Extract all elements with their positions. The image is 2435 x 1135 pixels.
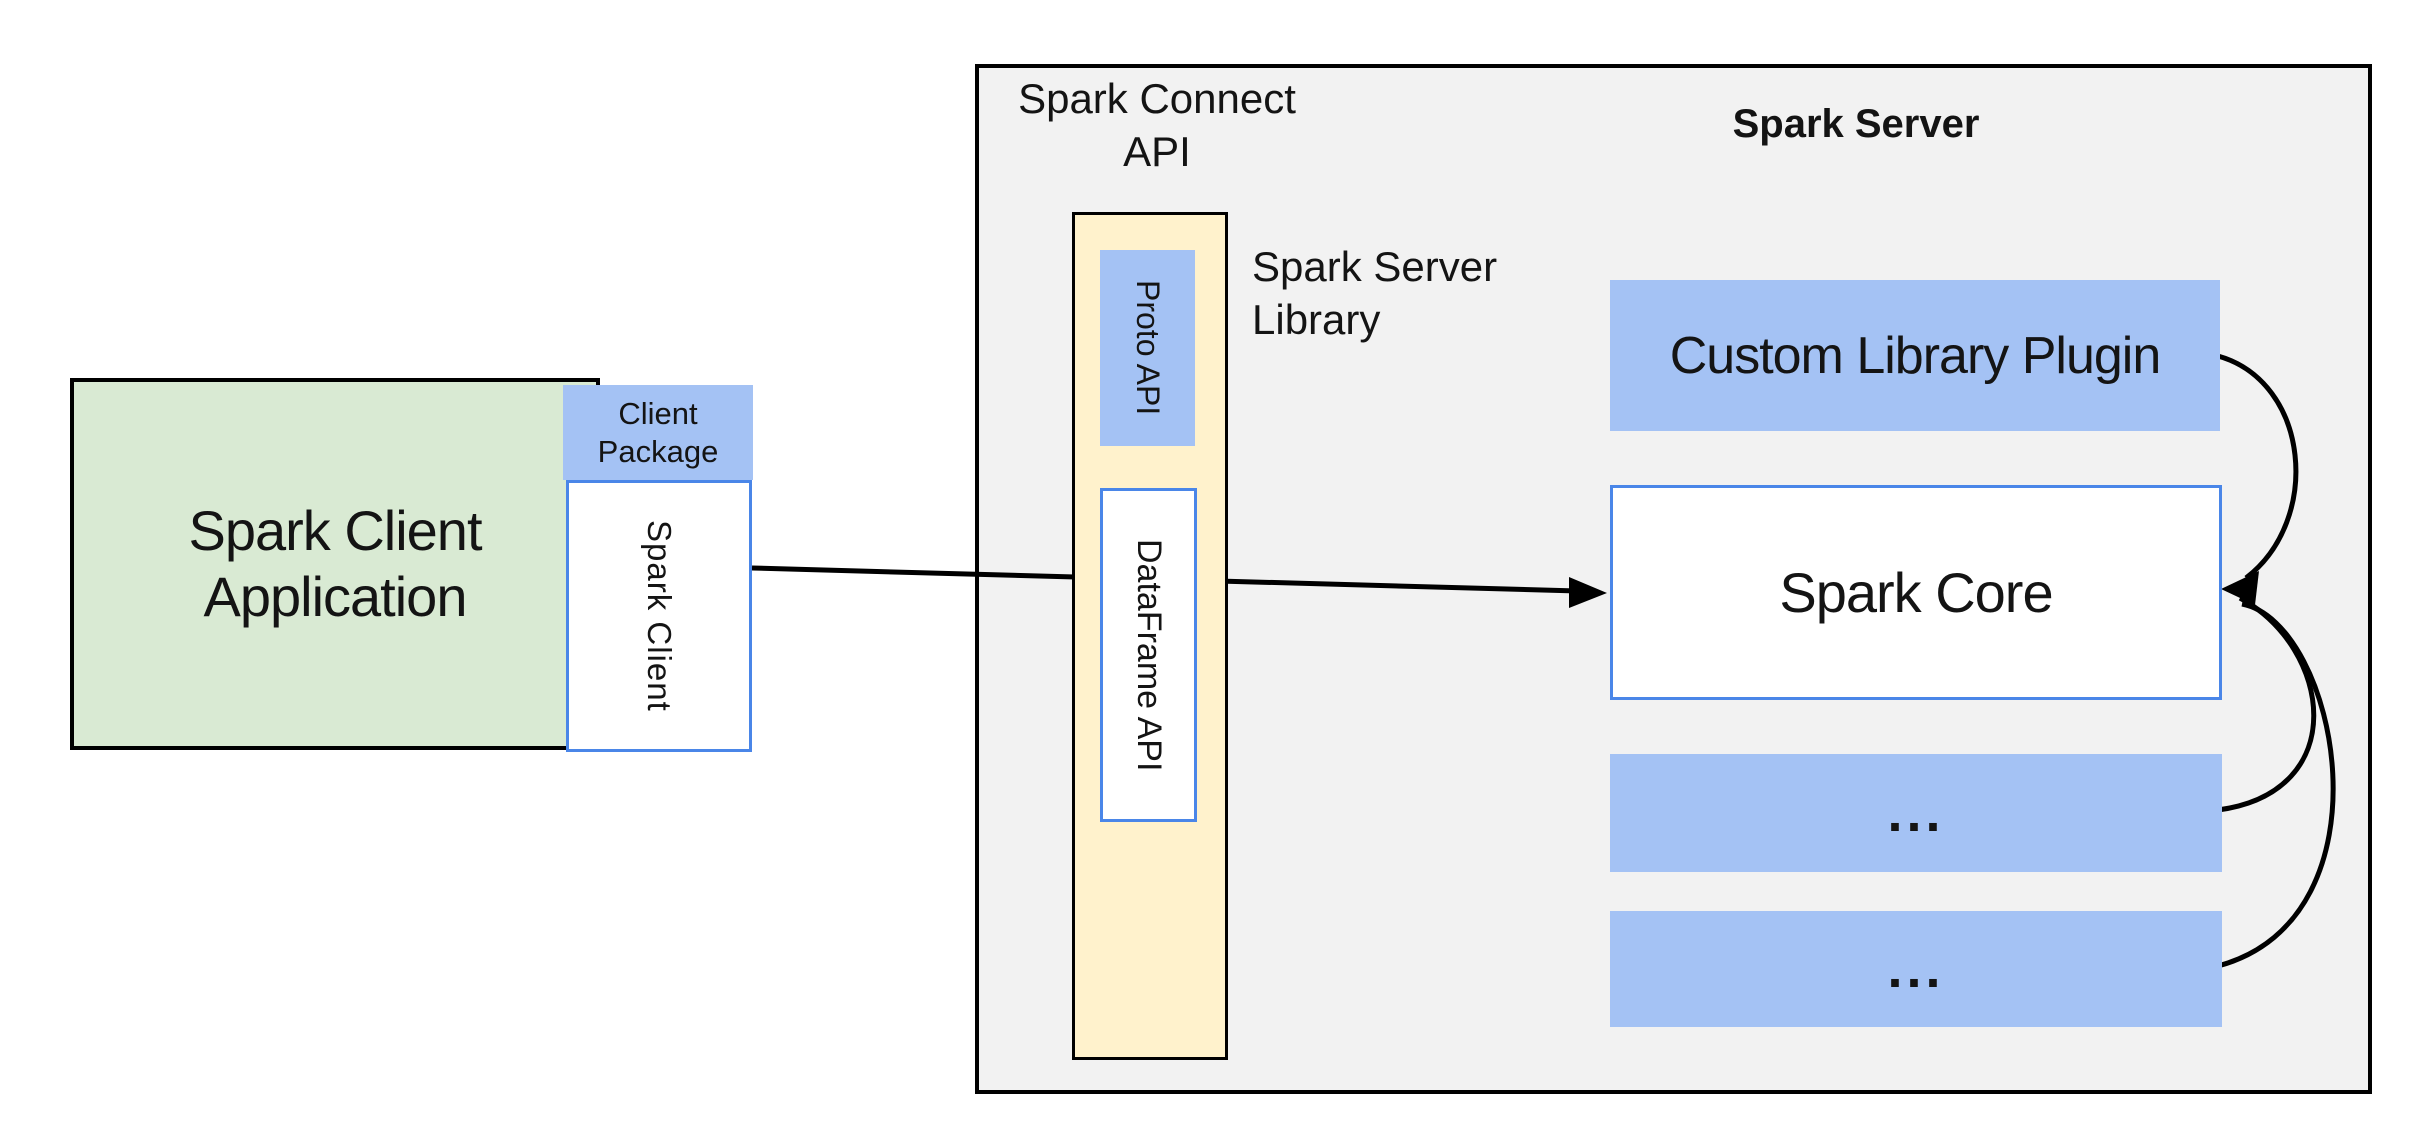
spark-server-title: Spark Server (1732, 102, 1980, 146)
ellipsis-label: ... (1887, 939, 1945, 999)
plugin-to-core-arrow-curve (2217, 353, 2299, 580)
dataframe-api-label: DataFrame API (1130, 538, 1168, 772)
spark-server-library-label: Spark Server Library (1252, 240, 1612, 346)
spark-connect-api-title: Spark Connect API (957, 72, 1357, 178)
label-line: Application (203, 565, 468, 628)
label-line: API (1123, 128, 1191, 175)
spark-core-box: Spark Core (1610, 485, 2222, 700)
spark-client-application-label: Spark Client Application (188, 498, 482, 630)
client-package-label: Client Package (598, 395, 719, 471)
spark-core-label: Spark Core (1779, 561, 2053, 624)
ellipsis2-to-core-arrow-curve (2217, 601, 2336, 969)
label-line: Package (597, 433, 719, 469)
label-line: Library (1252, 296, 1381, 343)
spark-client-box: Spark Client (566, 480, 752, 752)
plugin-placeholder-box-1: ... (1610, 754, 2222, 872)
client-package-box: Client Package (563, 385, 753, 480)
custom-library-plugin-label: Custom Library Plugin (1669, 326, 2162, 385)
label-line: Spark Connect (1018, 75, 1296, 122)
plugin-placeholder-box-2: ... (1610, 911, 2222, 1027)
client-to-core-arrowhead-icon (1569, 577, 1607, 608)
ellipsis1-to-core-arrow-curve (2217, 595, 2317, 813)
curves-into-core-arrowhead-icon (2221, 571, 2259, 605)
label-line: Spark Server (1252, 243, 1498, 290)
proto-api-box: Proto API (1100, 250, 1195, 446)
label-line: Spark Client (188, 499, 482, 562)
label-line: Client (618, 395, 698, 431)
ellipsis-label: ... (1887, 783, 1945, 843)
spark-client-application-box: Spark Client Application (70, 378, 600, 750)
dataframe-api-box: DataFrame API (1100, 488, 1197, 822)
spark-client-label: Spark Client (641, 520, 678, 712)
custom-library-plugin-box: Custom Library Plugin (1610, 280, 2220, 431)
proto-api-label: Proto API (1130, 280, 1166, 416)
